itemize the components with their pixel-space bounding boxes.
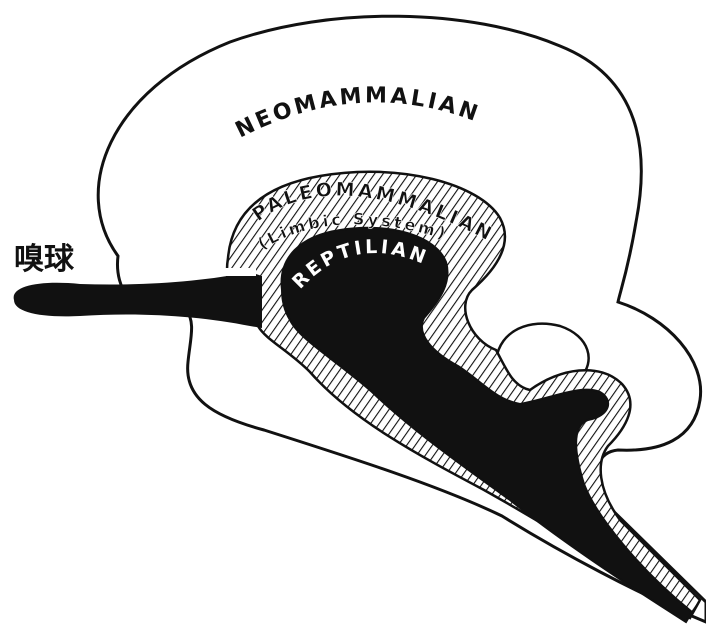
olfactory-bulb-label: 嗅球 — [14, 234, 74, 278]
bulb-gap — [124, 268, 256, 276]
